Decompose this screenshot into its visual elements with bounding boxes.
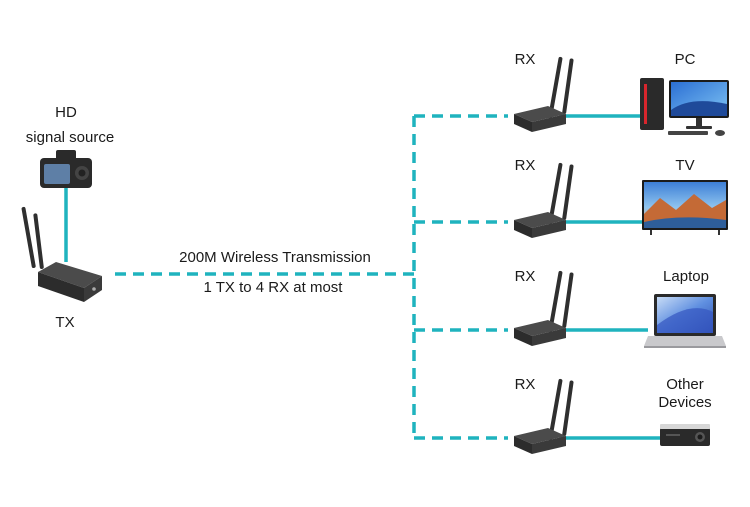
link-label-line1: 200M Wireless Transmission — [179, 249, 371, 266]
rx-label-1: RX — [514, 51, 536, 68]
rx-label-3: RX — [514, 268, 536, 285]
rx-label-4: RX — [514, 376, 536, 393]
projector-icon — [660, 424, 710, 446]
pc-label: PC — [674, 51, 696, 68]
rx-receiver-icon-2 — [514, 162, 574, 238]
rx-label-2: RX — [514, 157, 536, 174]
laptop-icon — [644, 294, 726, 348]
desktop-pc-icon — [640, 78, 729, 136]
link-label-line2: 1 TX to 4 RX at most — [203, 279, 343, 296]
other-label-line2: Devices — [658, 394, 712, 411]
rx-receiver-icon-1 — [514, 56, 574, 132]
camera-icon — [40, 150, 92, 188]
source-label-line2: signal source — [25, 129, 115, 146]
tv-icon — [642, 180, 728, 235]
rx-receiver-icon-4 — [514, 378, 574, 454]
rx-receiver-icon-3 — [514, 270, 574, 346]
tx-transmitter-icon — [21, 206, 102, 302]
tx-label: TX — [55, 314, 75, 331]
source-label-line1: HD — [55, 104, 77, 121]
laptop-label: Laptop — [663, 268, 709, 285]
other-label-line1: Other — [666, 376, 704, 393]
connector-lines — [64, 114, 660, 440]
tv-label: TV — [675, 157, 695, 174]
